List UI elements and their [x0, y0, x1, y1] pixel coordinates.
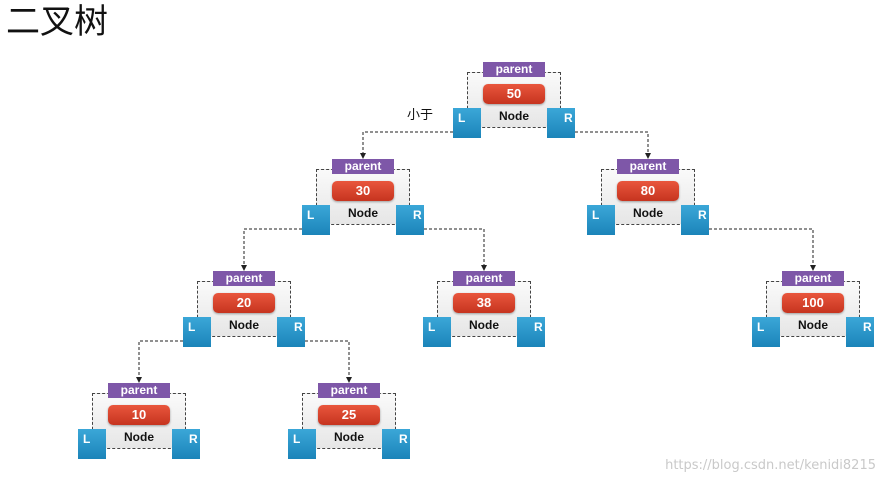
- right-child-pointer: R: [517, 317, 545, 347]
- left-pointer-label: L: [293, 432, 301, 446]
- left-pointer-label: L: [428, 320, 436, 334]
- right-child-pointer: R: [396, 205, 424, 235]
- node-value: 20: [213, 293, 275, 313]
- right-child-pointer: R: [846, 317, 874, 347]
- right-child-pointer: R: [172, 429, 200, 459]
- left-child-pointer: L: [302, 205, 330, 235]
- parent-tag: parent: [483, 62, 545, 77]
- left-pointer-label: L: [307, 208, 315, 222]
- right-child-pointer: R: [382, 429, 410, 459]
- left-pointer-label: L: [83, 432, 91, 446]
- edge-n80-R-n100: [709, 228, 813, 270]
- parent-tag: parent: [108, 383, 170, 398]
- right-child-pointer: R: [681, 205, 709, 235]
- node-type-label: Node: [124, 430, 154, 444]
- node-type-label: Node: [334, 430, 364, 444]
- right-pointer-label: R: [189, 432, 198, 446]
- edge-n30-L-n20: [244, 228, 302, 270]
- edge-n50-R-n80: [575, 131, 648, 158]
- right-pointer-label: R: [399, 432, 408, 446]
- node-value: 100: [782, 293, 844, 313]
- left-pointer-label: L: [458, 111, 466, 125]
- node-type-label: Node: [798, 318, 828, 332]
- node-box: [467, 72, 561, 128]
- node-type-label: Node: [229, 318, 259, 332]
- left-child-pointer: L: [183, 317, 211, 347]
- node-type-label: Node: [348, 206, 378, 220]
- node-value: 50: [483, 84, 545, 104]
- left-child-pointer: L: [423, 317, 451, 347]
- edge-n50-L-n30: [363, 131, 453, 158]
- left-child-pointer: L: [78, 429, 106, 459]
- left-child-pointer: L: [453, 108, 481, 138]
- left-pointer-label: L: [757, 320, 765, 334]
- node-type-label: Node: [499, 109, 529, 123]
- right-pointer-label: R: [413, 208, 422, 222]
- right-pointer-label: R: [534, 320, 543, 334]
- edge-n20-L-n10: [139, 340, 183, 382]
- watermark: https://blog.csdn.net/kenidi8215: [665, 458, 876, 473]
- node-type-label: Node: [633, 206, 663, 220]
- parent-tag: parent: [318, 383, 380, 398]
- node-type-label: Node: [469, 318, 499, 332]
- parent-tag: parent: [453, 271, 515, 286]
- node-value: 80: [617, 181, 679, 201]
- edge-n30-R-n38: [424, 228, 484, 270]
- left-pointer-label: L: [188, 320, 196, 334]
- node-value: 38: [453, 293, 515, 313]
- right-pointer-label: R: [564, 111, 573, 125]
- page-title: 二叉树: [6, 2, 108, 42]
- node-value: 10: [108, 405, 170, 425]
- less-than-annotation: 小于: [407, 108, 434, 123]
- right-pointer-label: R: [863, 320, 872, 334]
- right-pointer-label: R: [294, 320, 303, 334]
- parent-tag: parent: [332, 159, 394, 174]
- right-child-pointer: R: [547, 108, 575, 138]
- parent-tag: parent: [213, 271, 275, 286]
- node-value: 30: [332, 181, 394, 201]
- parent-tag: parent: [617, 159, 679, 174]
- right-child-pointer: R: [277, 317, 305, 347]
- left-child-pointer: L: [752, 317, 780, 347]
- right-pointer-label: R: [698, 208, 707, 222]
- parent-tag: parent: [782, 271, 844, 286]
- edge-n20-R-n25: [305, 340, 349, 382]
- left-child-pointer: L: [288, 429, 316, 459]
- left-pointer-label: L: [592, 208, 600, 222]
- node-value: 25: [318, 405, 380, 425]
- left-child-pointer: L: [587, 205, 615, 235]
